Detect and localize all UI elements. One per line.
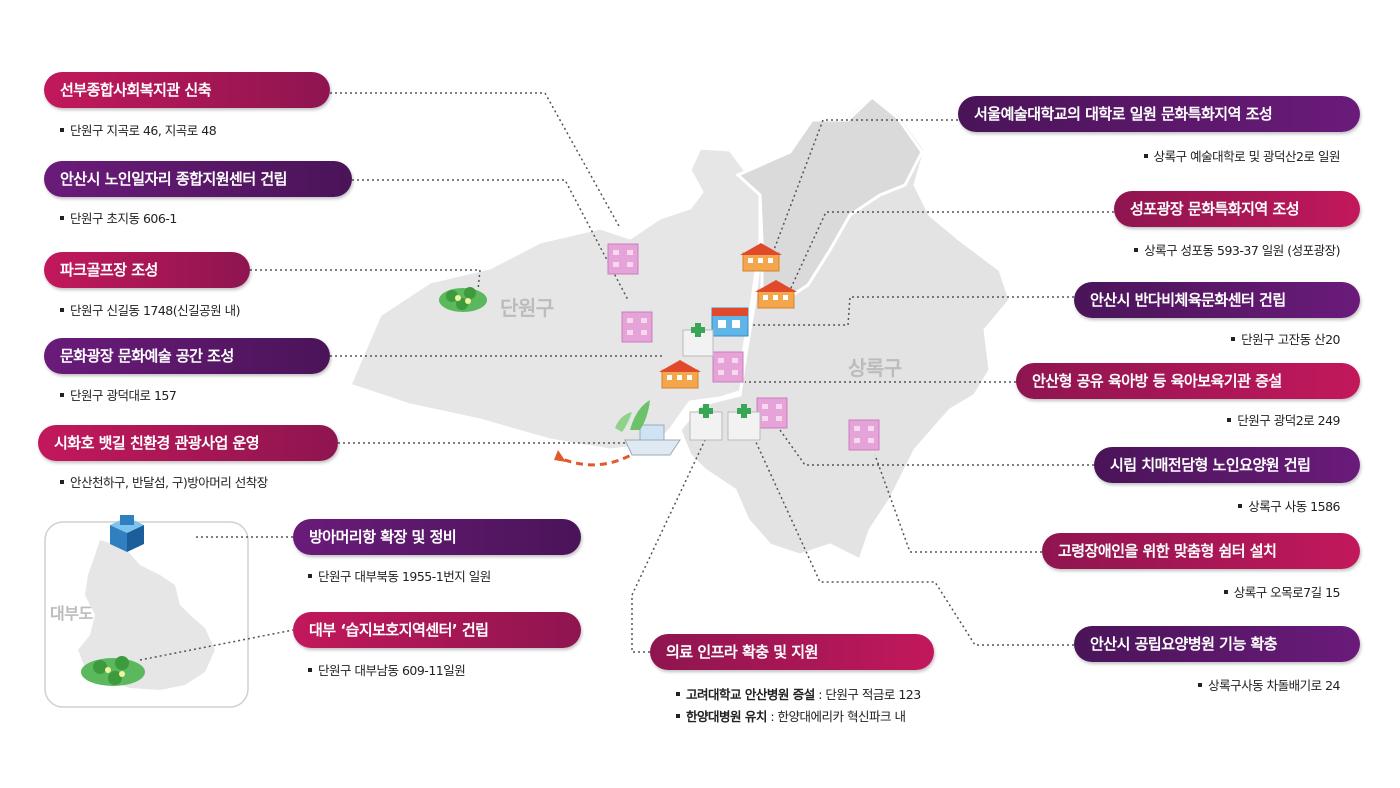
school-icon — [659, 360, 701, 389]
item-title-seoul-arts-district: 서울예술대학교의 대학로 일원 문화특화지역 조성 — [958, 96, 1360, 132]
item-title-bandabi-center: 안산시 반다비체육문화센터 건립 — [1074, 282, 1360, 318]
hospital-icon — [727, 404, 761, 441]
item-sub-seonbu-welfare: 단원구 지곡로 46, 지곡로 48 — [60, 120, 217, 139]
item-title-wetland-center: 대부 ‘습지보호지역센터’ 건립 — [293, 612, 581, 648]
item-sub-disabled-shelter: 상록구 오목로7길 15 — [1223, 582, 1341, 601]
item-title-bangameori-port: 방아머리항 확장 및 정비 — [293, 519, 581, 555]
connector — [874, 454, 1042, 553]
connector — [352, 179, 629, 301]
item-title-park-golf: 파크골프장 조성 — [44, 252, 250, 288]
item-sub-nursing-hospital: 상록구사동 차돌배기로 24 — [1198, 675, 1340, 694]
region-label-daebudo: 대부도 — [50, 604, 93, 623]
connector — [779, 429, 1094, 466]
item-sub-medical-line2: 한양대병원 유치 : 한양대에리카 혁신파크 내 — [676, 706, 906, 725]
connector — [771, 119, 958, 256]
item-sub-seongpo-plaza: 상록구 성포동 593-37 일원 (성포광장) — [1134, 240, 1340, 259]
connector — [754, 439, 1074, 646]
item-sub-bandabi-center: 단원구 고잔동 산20 — [1231, 329, 1340, 348]
item-sub-dementia-care: 상록구 사동 1586 — [1238, 496, 1340, 515]
item-sub-culture-plaza: 단원구 광덕대로 157 — [60, 385, 177, 404]
hospital-icon — [689, 404, 723, 441]
connector — [250, 269, 481, 291]
eco-boat-icon — [615, 400, 681, 456]
building-icon — [756, 397, 788, 429]
connector — [139, 629, 294, 661]
item-sub-sihwa-boat: 안산천하구, 반달섬, 구)방아머리 선착장 — [60, 472, 268, 491]
park-golf-icon — [439, 287, 487, 312]
item-sub-wetland-center: 단원구 대부남동 609-11일원 — [308, 660, 466, 679]
connector — [750, 296, 1074, 326]
item-title-seongpo-plaza: 성포광장 문화특화지역 조성 — [1114, 191, 1360, 227]
item-sub-senior-job-center: 단원구 초지동 606-1 — [60, 208, 177, 227]
item-sub-bangameori-port: 단원구 대부북동 1955-1번지 일원 — [308, 566, 491, 585]
boat-route-arrow — [559, 448, 641, 467]
region-label-sangnok: 상록구 — [848, 356, 902, 380]
building-icon — [607, 243, 639, 275]
item-title-dementia-care: 시립 치매전담형 노인요양원 건립 — [1094, 447, 1360, 483]
connector — [330, 92, 621, 229]
item-title-sihwa-boat: 시화호 뱃길 친환경 관광사업 운영 — [38, 425, 338, 461]
hospital-icon — [682, 323, 714, 357]
item-sub-seoul-arts-district: 상록구 예술대학로 및 광덕산2로 일원 — [1143, 146, 1341, 165]
school-icon — [755, 280, 797, 309]
item-title-senior-job-center: 안산시 노인일자리 종합지원센터 건립 — [44, 161, 352, 197]
sports-center-icon — [711, 307, 749, 337]
item-title-medical-infra: 의료 인프라 확충 및 지원 — [650, 634, 934, 670]
connector — [631, 439, 706, 653]
item-sub-medical-line1: 고려대학교 안산병원 증설 : 단원구 적금로 123 — [676, 684, 921, 703]
item-title-culture-plaza: 문화광장 문화예술 공간 조성 — [44, 338, 330, 374]
connector — [789, 211, 1114, 291]
item-title-nursing-hospital: 안산시 공립요양병원 기능 확충 — [1074, 626, 1360, 662]
item-title-childcare: 안산형 공유 육아방 등 육아보육기관 증설 — [1016, 363, 1360, 399]
port-box-icon — [110, 515, 144, 552]
building-icon — [848, 419, 880, 451]
item-title-seonbu-welfare: 선부종합사회복지관 신축 — [44, 72, 330, 108]
item-sub-childcare: 단원구 광덕2로 249 — [1227, 410, 1340, 429]
building-icon — [621, 311, 653, 343]
building-icon — [712, 351, 744, 383]
school-icon — [740, 243, 782, 272]
wetland-center-icon — [81, 656, 145, 686]
item-title-disabled-shelter: 고령장애인을 위한 맞춤형 쉼터 설치 — [1042, 533, 1360, 569]
item-sub-park-golf: 단원구 신길동 1748(신길공원 내) — [60, 300, 241, 319]
region-label-danwon: 단원구 — [500, 296, 554, 320]
